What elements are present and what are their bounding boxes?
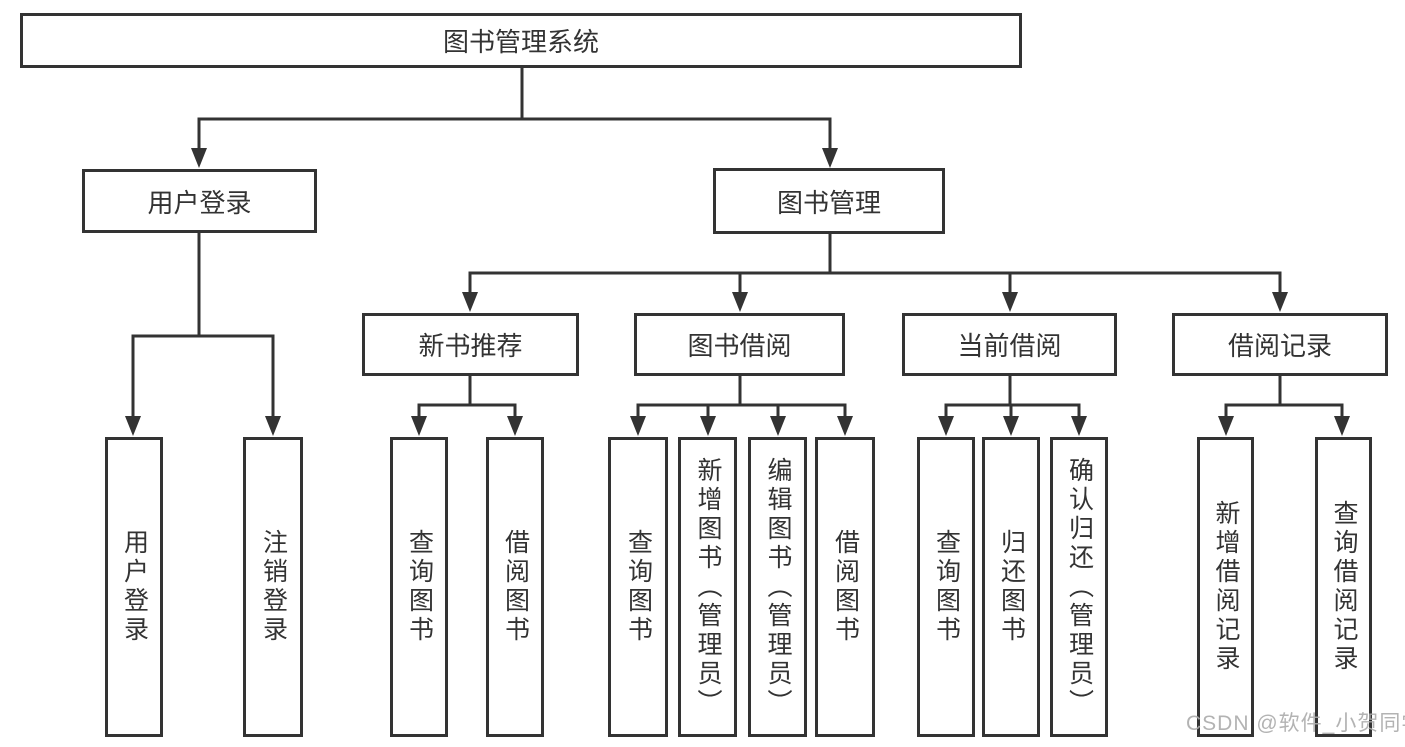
leaf-add-borrow-record: 新增借阅记录 (1197, 437, 1254, 737)
node-current-borrowing: 当前借阅 (902, 313, 1117, 376)
node-user-login: 用户登录 (82, 169, 317, 233)
leaf-query-borrow-record: 查询借阅记录 (1315, 437, 1372, 737)
leaf-query-books-newrec: 查询图书 (390, 437, 448, 737)
node-new-book-recommend: 新书推荐 (362, 313, 579, 376)
leaf-query-books-current: 查询图书 (917, 437, 975, 737)
leaf-borrow-books-borrow: 借阅图书 (815, 437, 875, 737)
watermark-text: CSDN @软件_小贺同学 (1186, 712, 1405, 735)
leaf-confirm-return-admin: 确认归还（管理员） (1050, 437, 1108, 737)
leaf-return-books: 归还图书 (982, 437, 1040, 737)
node-book-management: 图书管理 (713, 168, 945, 234)
node-borrowing-records: 借阅记录 (1172, 313, 1388, 376)
leaf-borrow-books-newrec: 借阅图书 (486, 437, 544, 737)
leaf-logout-login: 注销登录 (243, 437, 303, 737)
node-book-borrowing: 图书借阅 (634, 313, 845, 376)
leaf-add-books-admin: 新增图书（管理员） (678, 437, 737, 737)
leaf-user-login: 用户登录 (105, 437, 163, 737)
leaf-edit-books-admin: 编辑图书（管理员） (748, 437, 807, 737)
leaf-query-books-borrow: 查询图书 (608, 437, 668, 737)
node-root: 图书管理系统 (20, 13, 1022, 68)
